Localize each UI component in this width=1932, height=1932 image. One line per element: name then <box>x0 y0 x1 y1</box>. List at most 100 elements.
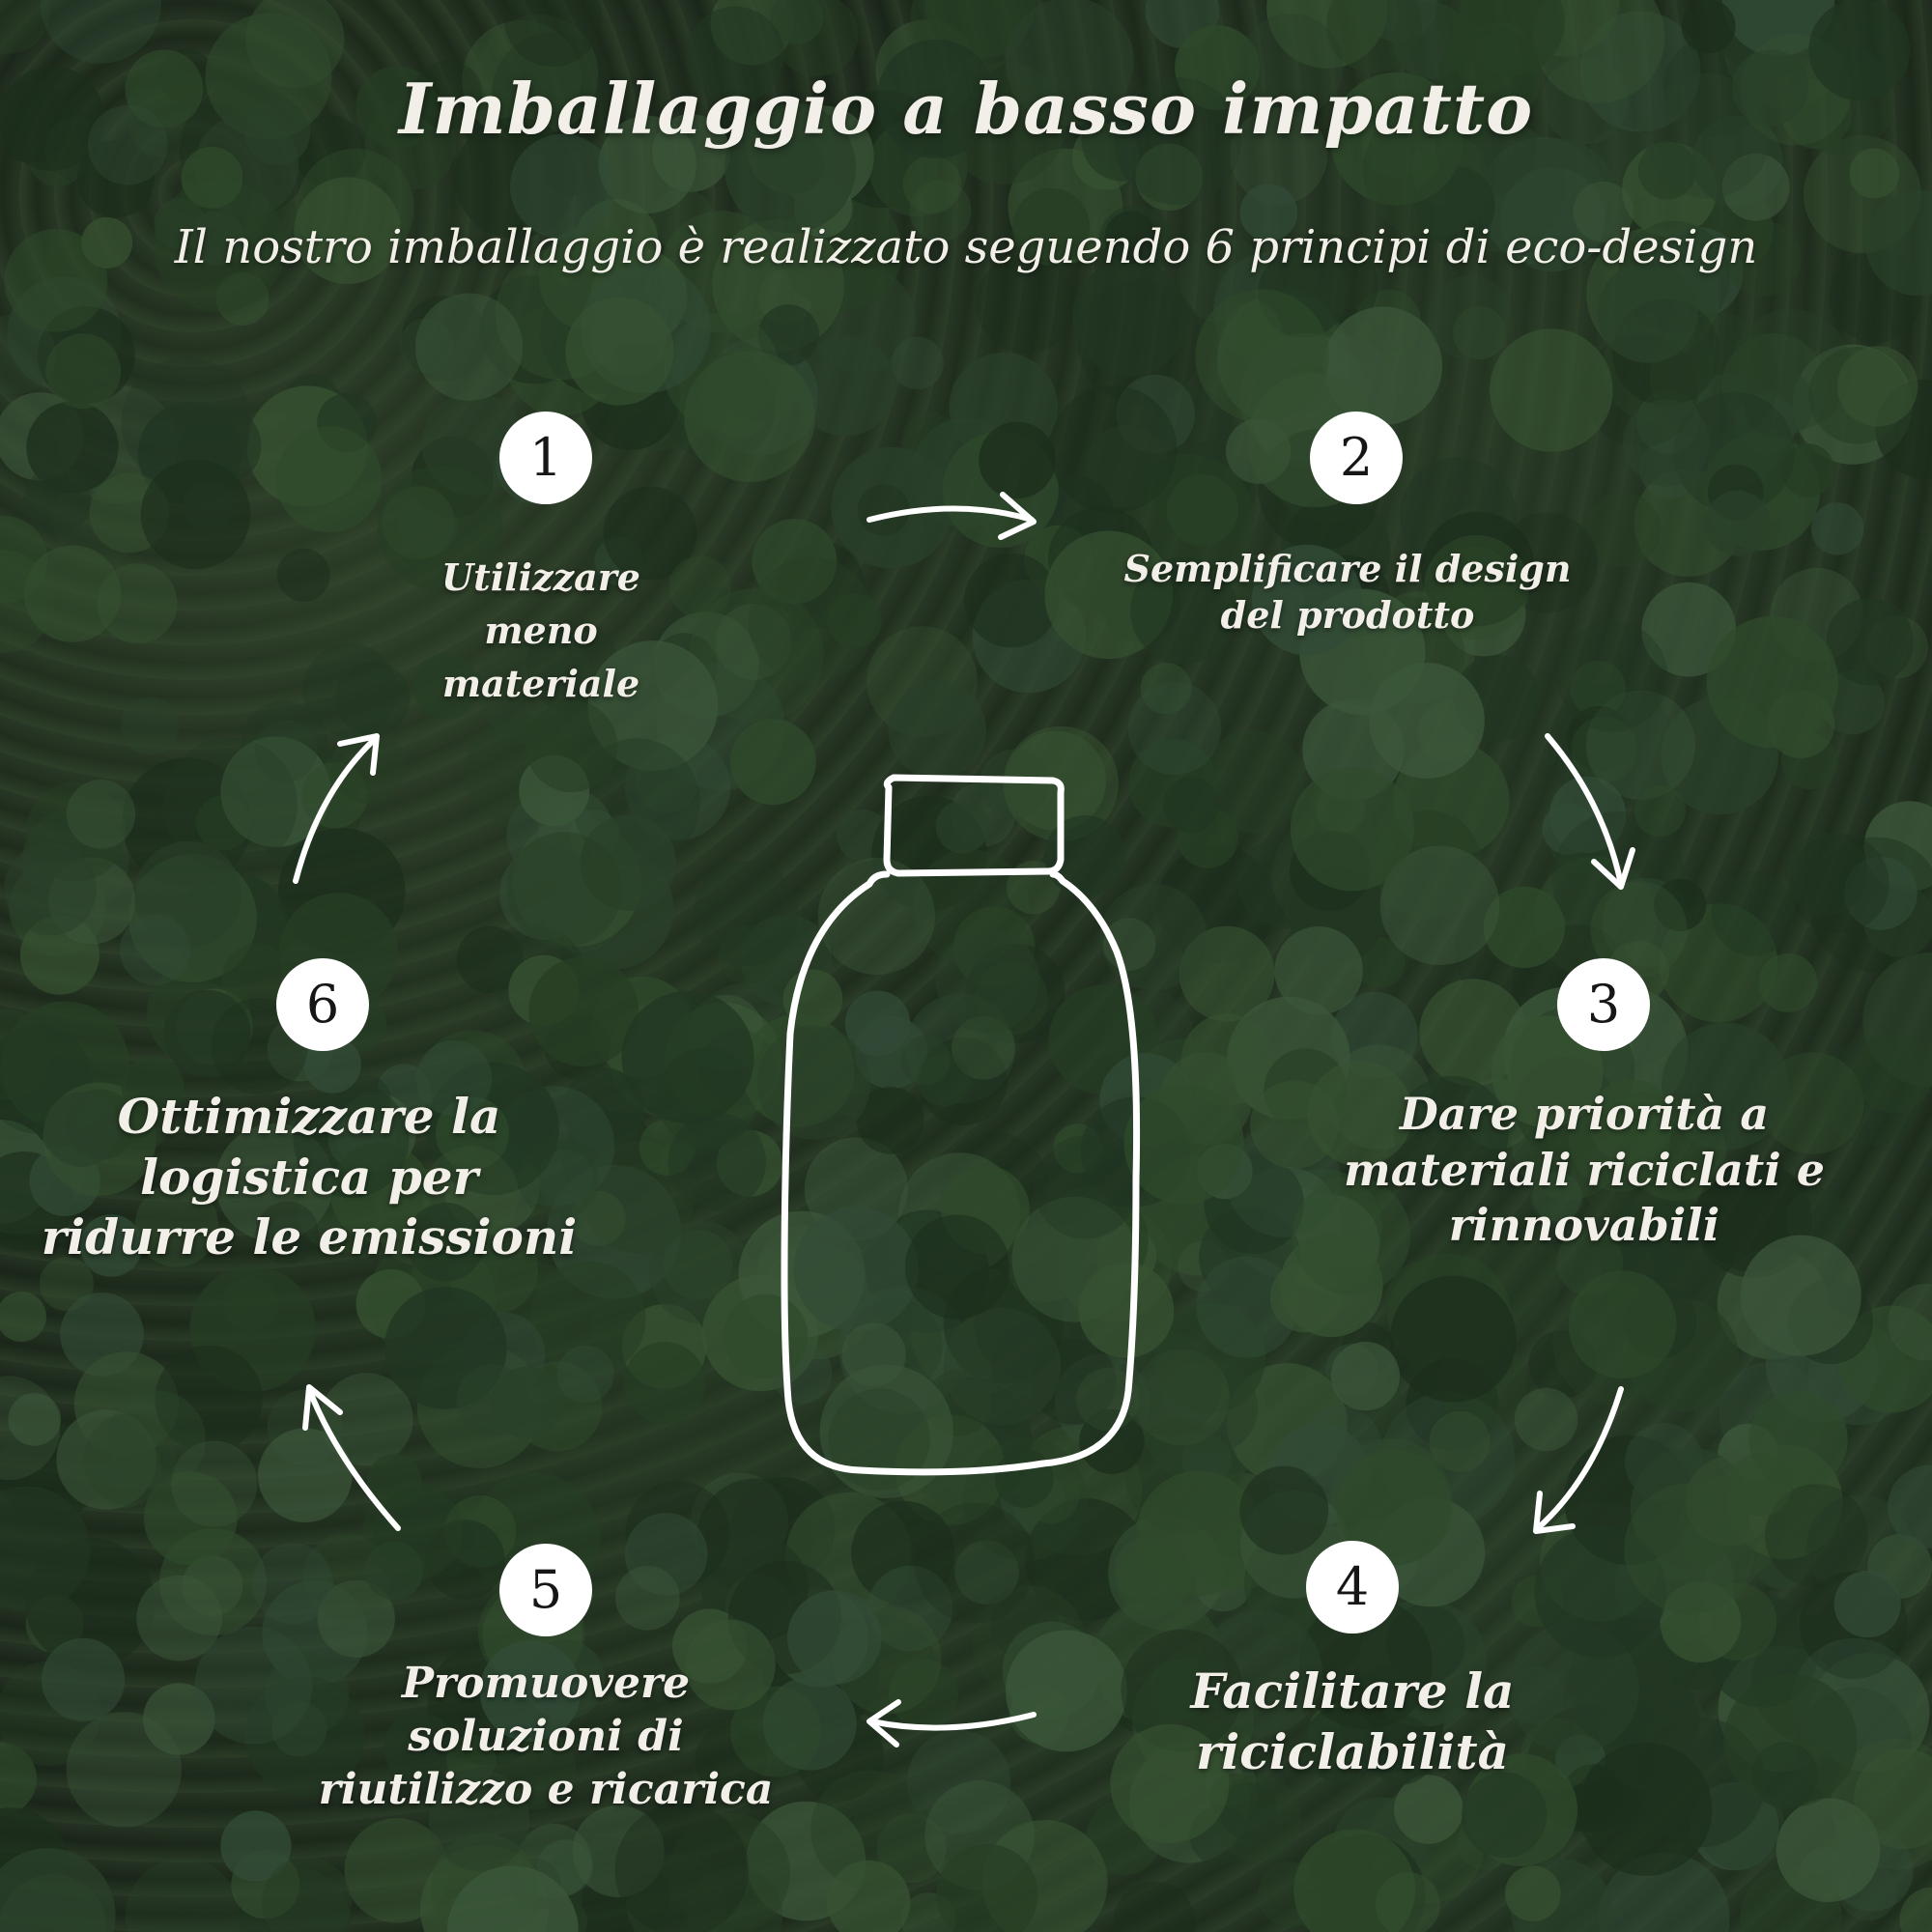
tree-canopy <box>1624 1483 1755 1614</box>
tree-canopy <box>1078 1263 1175 1358</box>
tree-canopy <box>0 550 54 654</box>
tree-canopy <box>844 990 911 1057</box>
tree-canopy <box>1196 1256 1298 1358</box>
tree-canopy <box>769 0 824 44</box>
tree-canopy <box>143 1471 238 1566</box>
tree-canopy <box>1427 274 1513 360</box>
tree-canopy <box>414 293 524 401</box>
tree-canopy <box>140 459 251 570</box>
curved-arrow-icon <box>867 492 1037 540</box>
tree-canopy <box>1006 1630 1127 1752</box>
tree-canopy <box>572 1804 665 1897</box>
tree-canopy <box>82 1429 162 1509</box>
tree-canopy <box>1483 886 1566 969</box>
tree-canopy <box>1071 260 1188 376</box>
tree-canopy <box>510 133 615 240</box>
tree-canopy <box>1837 346 1918 427</box>
tree-canopy <box>1659 903 1778 1023</box>
tree-canopy <box>1899 1887 1932 1932</box>
tree-canopy <box>1116 1544 1190 1618</box>
tree-canopy <box>1379 845 1500 966</box>
tree-canopy <box>917 1053 970 1107</box>
tree-canopy <box>1556 620 1668 732</box>
tree-canopy <box>87 104 168 185</box>
tree-canopy <box>668 555 731 618</box>
tree-canopy <box>565 297 674 406</box>
tree-canopy <box>258 1428 353 1522</box>
step-4-badge: 4 <box>1306 1541 1399 1634</box>
tree-canopy <box>222 1276 278 1333</box>
tree-canopy <box>83 1413 177 1507</box>
page-subtitle: Il nostro imballaggio è realizzato segue… <box>174 220 1758 274</box>
tree-canopy <box>888 680 987 780</box>
tree-canopy <box>1197 1610 1322 1737</box>
tree-canopy <box>1740 1235 1861 1356</box>
tree-canopy <box>446 1865 579 1932</box>
tree-canopy <box>1728 1452 1793 1517</box>
tree-canopy <box>66 780 136 849</box>
tree-canopy <box>827 1860 911 1932</box>
tree-canopy <box>252 1543 334 1625</box>
tree-canopy <box>1504 1865 1561 1921</box>
tree-canopy <box>1034 1135 1138 1239</box>
tree-canopy <box>320 1373 413 1466</box>
tree-canopy <box>365 99 457 190</box>
curved-arrow-icon <box>867 1699 1037 1747</box>
tree-canopy <box>1579 11 1701 132</box>
tree-canopy <box>718 925 778 985</box>
tree-canopy <box>943 1308 1062 1426</box>
tree-canopy <box>954 1540 1019 1605</box>
tree-canopy <box>317 1579 395 1658</box>
tree-canopy <box>827 593 882 648</box>
tree-canopy <box>362 1480 463 1580</box>
tree-canopy <box>1012 187 1091 266</box>
step-3-badge: 3 <box>1557 958 1650 1051</box>
tree-canopy <box>1780 443 1835 497</box>
step-6-label: Ottimizzare la logistica per ridurre le … <box>41 1088 578 1265</box>
tree-canopy <box>1140 663 1192 715</box>
tree-canopy <box>1623 399 1710 487</box>
tree-canopy <box>1024 1498 1149 1622</box>
tree-canopy <box>902 412 956 465</box>
tree-canopy <box>904 1214 1010 1320</box>
tree-canopy <box>194 1626 313 1745</box>
tree-canopy <box>867 1565 953 1652</box>
tree-canopy <box>856 1086 924 1154</box>
step-1-label: Utilizzare meno materiale <box>441 555 640 706</box>
tree-canopy <box>134 840 242 949</box>
tree-canopy <box>384 1712 454 1783</box>
tree-canopy <box>891 336 944 390</box>
tree-canopy <box>526 699 618 793</box>
step-5-badge: 5 <box>499 1544 592 1636</box>
tree-canopy <box>79 1214 143 1277</box>
tree-canopy <box>587 640 719 771</box>
tree-canopy <box>1290 767 1414 892</box>
tree-canopy <box>1585 492 1662 568</box>
tree-canopy <box>506 832 622 948</box>
tree-canopy <box>1175 25 1260 110</box>
tree-canopy <box>615 1566 680 1631</box>
tree-canopy <box>143 1683 215 1755</box>
tree-canopy <box>1567 705 1633 772</box>
tree-canopy <box>222 943 291 1011</box>
tree-canopy <box>598 115 697 213</box>
tree-canopy <box>831 446 952 569</box>
tree-canopy <box>43 1092 120 1167</box>
tree-canopy <box>793 1207 919 1332</box>
tree-canopy <box>1706 615 1839 749</box>
tree-canopy <box>181 147 243 209</box>
tree-canopy <box>1239 13 1344 118</box>
tree-canopy <box>876 1813 947 1884</box>
tree-canopy <box>0 0 50 54</box>
tree-canopy <box>0 314 56 395</box>
tree-canopy <box>42 1637 126 1721</box>
tree-canopy <box>1114 77 1241 205</box>
tree-canopy <box>1121 1629 1243 1752</box>
tree-canopy <box>1130 556 1238 665</box>
tree-canopy <box>570 1190 626 1246</box>
tree-canopy <box>163 989 251 1077</box>
tree-canopy <box>1573 181 1634 242</box>
tree-canopy <box>1785 832 1868 916</box>
